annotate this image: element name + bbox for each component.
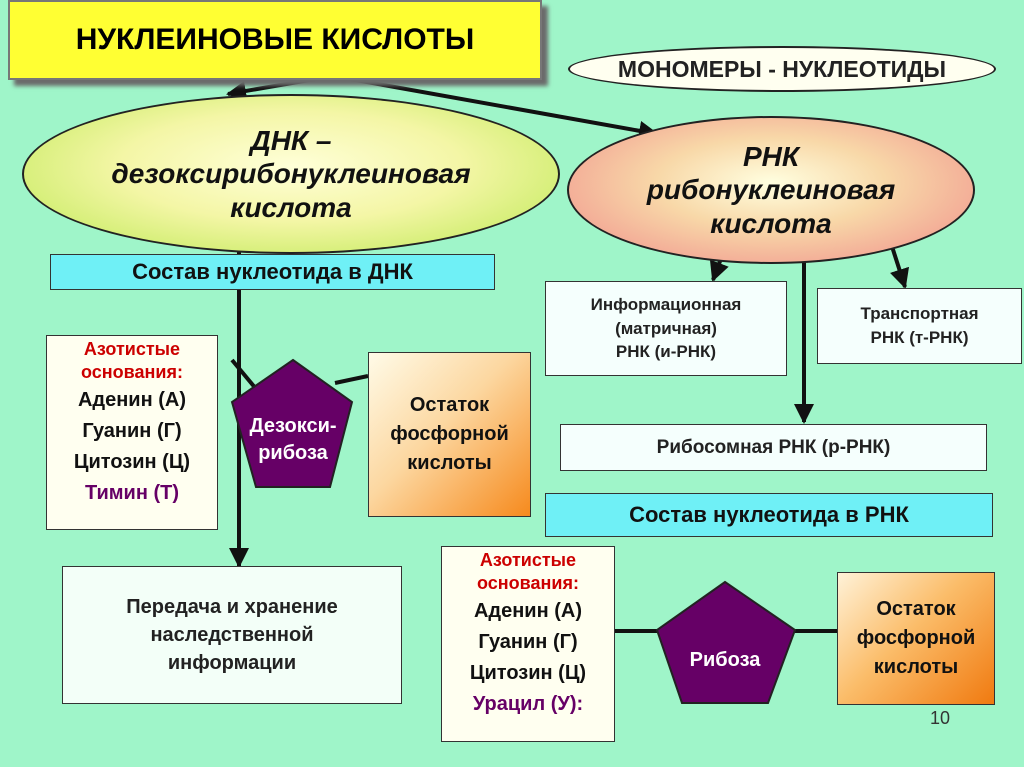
rna-line-1: РНК: [742, 140, 800, 172]
dna-ellipse: ДНК – дезоксирибонуклеиновая кислота: [22, 94, 560, 254]
phosphate-line: кислоты: [407, 452, 492, 474]
link-sugar-phosphate-dna: [334, 374, 369, 385]
rna-base-item-uracil: Урацил (У):: [472, 692, 584, 715]
mrna-line: (матричная): [615, 318, 717, 338]
function-line: Передача и хранение: [126, 596, 338, 618]
dna-function-box: Передача и хранение наследственной инфор…: [62, 566, 402, 704]
dna-base-item: Цитозин (Ц): [73, 450, 191, 473]
dna-bases-heading: Азотистые: [83, 339, 181, 359]
dna-line-2: дезоксирибонуклеиновая: [111, 158, 471, 190]
dna-line-3: кислота: [230, 191, 352, 223]
rna-base-item: Аденин (А): [473, 599, 583, 622]
trna-line: Транспортная: [860, 304, 979, 324]
mrna-box: Информационная (матричная) РНК (и-РНК): [545, 281, 787, 376]
mrna-line: Информационная: [590, 294, 742, 314]
dna-composition-title: Состав нуклеотида в ДНК: [50, 254, 495, 290]
function-line: информации: [167, 652, 297, 674]
rna-bases-heading: основания:: [477, 573, 579, 594]
rna-bases-box: Азотистые основания: Аденин (А) Гуанин (…: [441, 546, 615, 742]
deoxyribose-label: Дезокси- рибоза: [228, 405, 358, 475]
dna-phosphate-box: Остаток фосфорной кислоты: [368, 352, 531, 517]
rrna-box: Рибосомная РНК (р-РНК): [560, 424, 987, 471]
ribose-pentagon: [655, 580, 797, 704]
dna-base-item-thymine: Тимин (Т): [84, 481, 179, 504]
phosphate-line: Остаток: [876, 598, 956, 620]
dna-bases-box: Азотистые основания: Аденин (А) Гуанин (…: [46, 335, 218, 530]
rna-phosphate-box: Остаток фосфорной кислоты: [837, 572, 995, 705]
rna-base-item: Цитозин (Ц): [469, 661, 587, 684]
rna-base-item: Гуанин (Г): [478, 630, 578, 653]
trna-line: РНК (т-РНК): [870, 328, 969, 347]
phosphate-line: фосфорной: [390, 423, 509, 445]
ribose-label: Рибоза: [689, 648, 761, 671]
arrow-title-to-rna: [321, 72, 659, 141]
rna-composition-title: Состав нуклеотида в РНК: [545, 493, 993, 537]
function-line: наследственной: [150, 624, 314, 646]
phosphate-line: кислоты: [873, 656, 959, 678]
deoxyribose-line: рибоза: [258, 442, 328, 464]
rna-ellipse: РНК рибонуклеиновая кислота: [567, 116, 975, 264]
phosphate-line: фосфорной: [856, 627, 976, 649]
dna-bases-heading: основания:: [81, 362, 183, 383]
mrna-line: РНК (и-РНК): [615, 342, 717, 362]
trna-box: Транспортная РНК (т-РНК): [817, 288, 1022, 364]
page-title: НУКЛЕИНОВЫЕ КИСЛОТЫ: [8, 0, 542, 80]
dna-base-item: Гуанин (Г): [82, 419, 182, 442]
page-number: 10: [930, 708, 951, 728]
rna-bases-heading: Азотистые: [479, 550, 577, 570]
deoxyribose-pentagon: [230, 358, 354, 488]
rna-line-3: кислота: [710, 207, 832, 239]
dna-base-item: Аденин (А): [77, 388, 187, 411]
monomers-ellipse: МОНОМЕРЫ - НУКЛЕОТИДЫ: [568, 46, 996, 92]
deoxyribose-line: Дезокси-: [249, 415, 337, 437]
phosphate-line: Остаток: [409, 394, 490, 416]
rna-line-2: рибонуклеиновая: [646, 174, 896, 206]
dna-line-1: ДНК –: [250, 124, 332, 156]
